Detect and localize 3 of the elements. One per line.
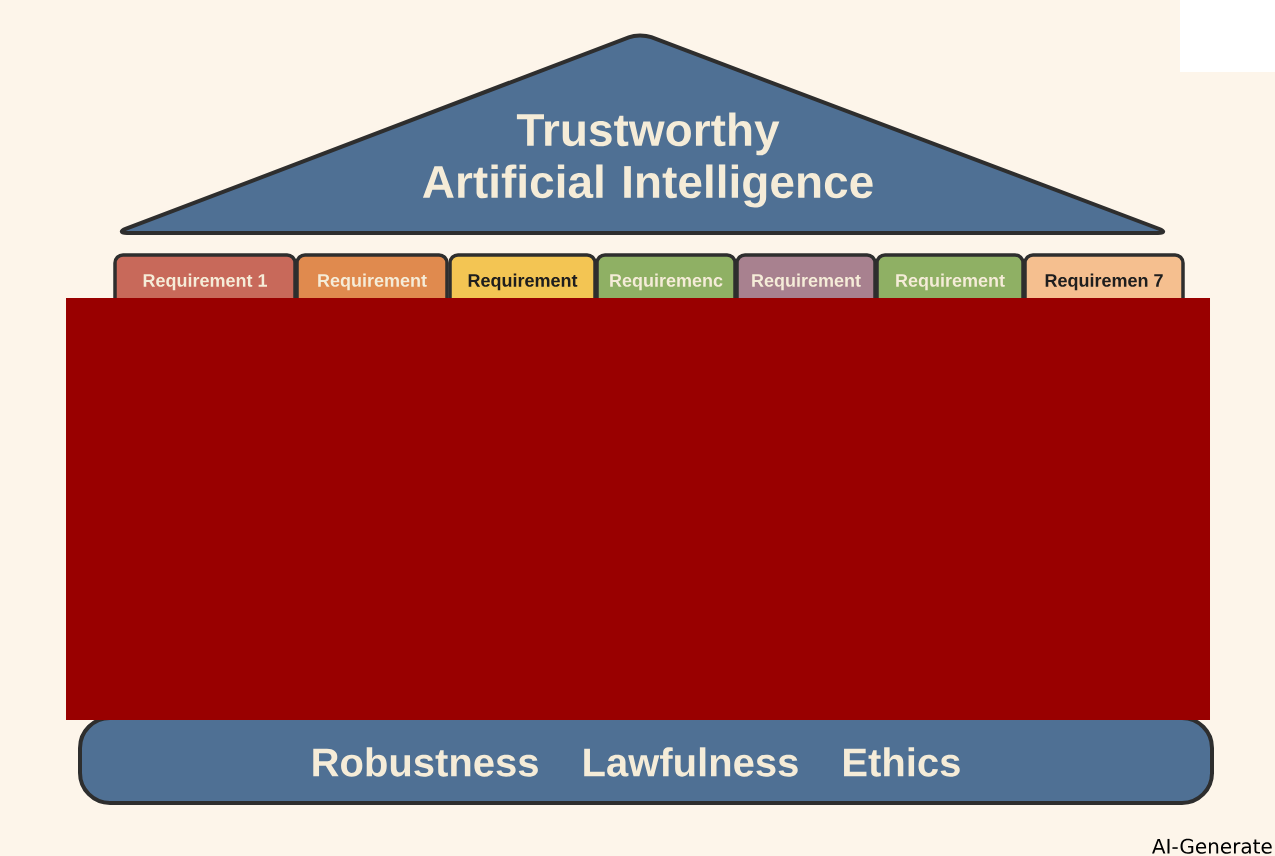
foundation-band: Robustness Lawfulness Ethics xyxy=(78,716,1214,805)
note-text: AI-Generate xyxy=(1152,838,1272,854)
roof-triangle: Trustworthy Artificial Intelligence xyxy=(119,33,1166,235)
